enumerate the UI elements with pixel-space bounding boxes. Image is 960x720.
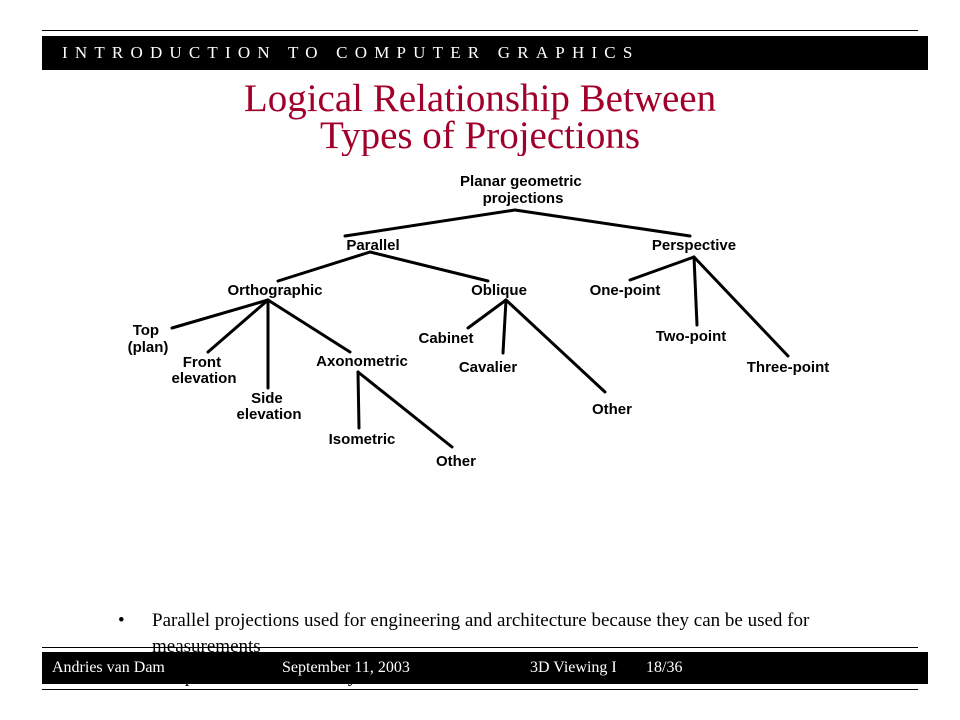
- edge-parallel-oblique: [368, 250, 490, 283]
- node-front-elevation: Front elevation: [171, 354, 236, 387]
- node-oblique-other: Other: [592, 401, 632, 418]
- footer-page-number: 18/36: [646, 659, 683, 676]
- node-front-line2: elevation: [171, 370, 236, 387]
- footer-author: Andries van Dam: [52, 659, 165, 676]
- node-side-line2: elevation: [236, 406, 301, 423]
- slide-title: Logical Relationship Between Types of Pr…: [0, 80, 960, 156]
- slide-title-line1: Logical Relationship Between: [243, 80, 717, 120]
- node-cavalier: Cavalier: [459, 359, 518, 376]
- edge-oblique-cabinet: [466, 298, 508, 330]
- node-perspective: Perspective: [652, 237, 736, 254]
- node-oblique: Oblique: [471, 282, 527, 299]
- edge-root-parallel: [343, 208, 517, 238]
- node-side-elevation: Side elevation: [236, 390, 301, 423]
- node-top-line2: (plan): [128, 339, 169, 356]
- edge-ortho-axonometric: [266, 298, 352, 354]
- bullet-item: Parallel projections used for engineerin…: [118, 608, 848, 660]
- edge-perspective-twopoint: [692, 255, 699, 327]
- footer-bar: Andries van Dam September 11, 2003 3D Vi…: [42, 652, 928, 684]
- edge-axo-isometric: [356, 370, 361, 430]
- node-top-plan: Top (plan): [128, 322, 169, 356]
- footer-top-rule: [42, 647, 918, 648]
- edge-ortho-front: [206, 298, 270, 354]
- edge-root-perspective: [513, 208, 692, 238]
- node-cabinet: Cabinet: [418, 330, 473, 347]
- edge-perspective-onepoint: [628, 255, 696, 282]
- edge-oblique-cavalier: [501, 298, 508, 355]
- edge-axo-other: [356, 370, 454, 449]
- node-isometric: Isometric: [329, 431, 396, 448]
- node-one-point: One-point: [590, 282, 661, 299]
- footer-lecture: 3D Viewing I: [530, 659, 617, 676]
- node-front-line1: Front: [183, 354, 221, 371]
- node-top-line1: Top: [133, 322, 159, 339]
- node-parallel: Parallel: [346, 237, 399, 254]
- tree-edges: [170, 208, 790, 449]
- node-root-line2: projections: [483, 190, 564, 207]
- node-axonometric: Axonometric: [316, 353, 408, 370]
- footer-date: September 11, 2003: [282, 659, 410, 676]
- node-root: Planar geometric projections: [460, 173, 586, 207]
- course-banner: INTRODUCTION TO COMPUTER GRAPHICS: [42, 36, 928, 70]
- node-side-line1: Side: [251, 390, 283, 407]
- slide-title-line2: Types of Projections: [319, 114, 641, 156]
- node-two-point: Two-point: [656, 328, 727, 345]
- edge-perspective-threepoint: [692, 255, 790, 358]
- course-title: INTRODUCTION TO COMPUTER GRAPHICS: [62, 43, 640, 62]
- node-orthographic: Orthographic: [227, 282, 322, 299]
- node-root-line1: Planar geometric: [460, 173, 582, 190]
- edge-ortho-top: [170, 298, 270, 330]
- edge-oblique-other: [504, 298, 607, 394]
- top-rule: [42, 30, 918, 31]
- node-axonometric-other: Other: [436, 453, 476, 470]
- bottom-rule: [42, 689, 918, 690]
- node-three-point: Three-point: [747, 359, 830, 376]
- edge-parallel-orthographic: [276, 250, 372, 283]
